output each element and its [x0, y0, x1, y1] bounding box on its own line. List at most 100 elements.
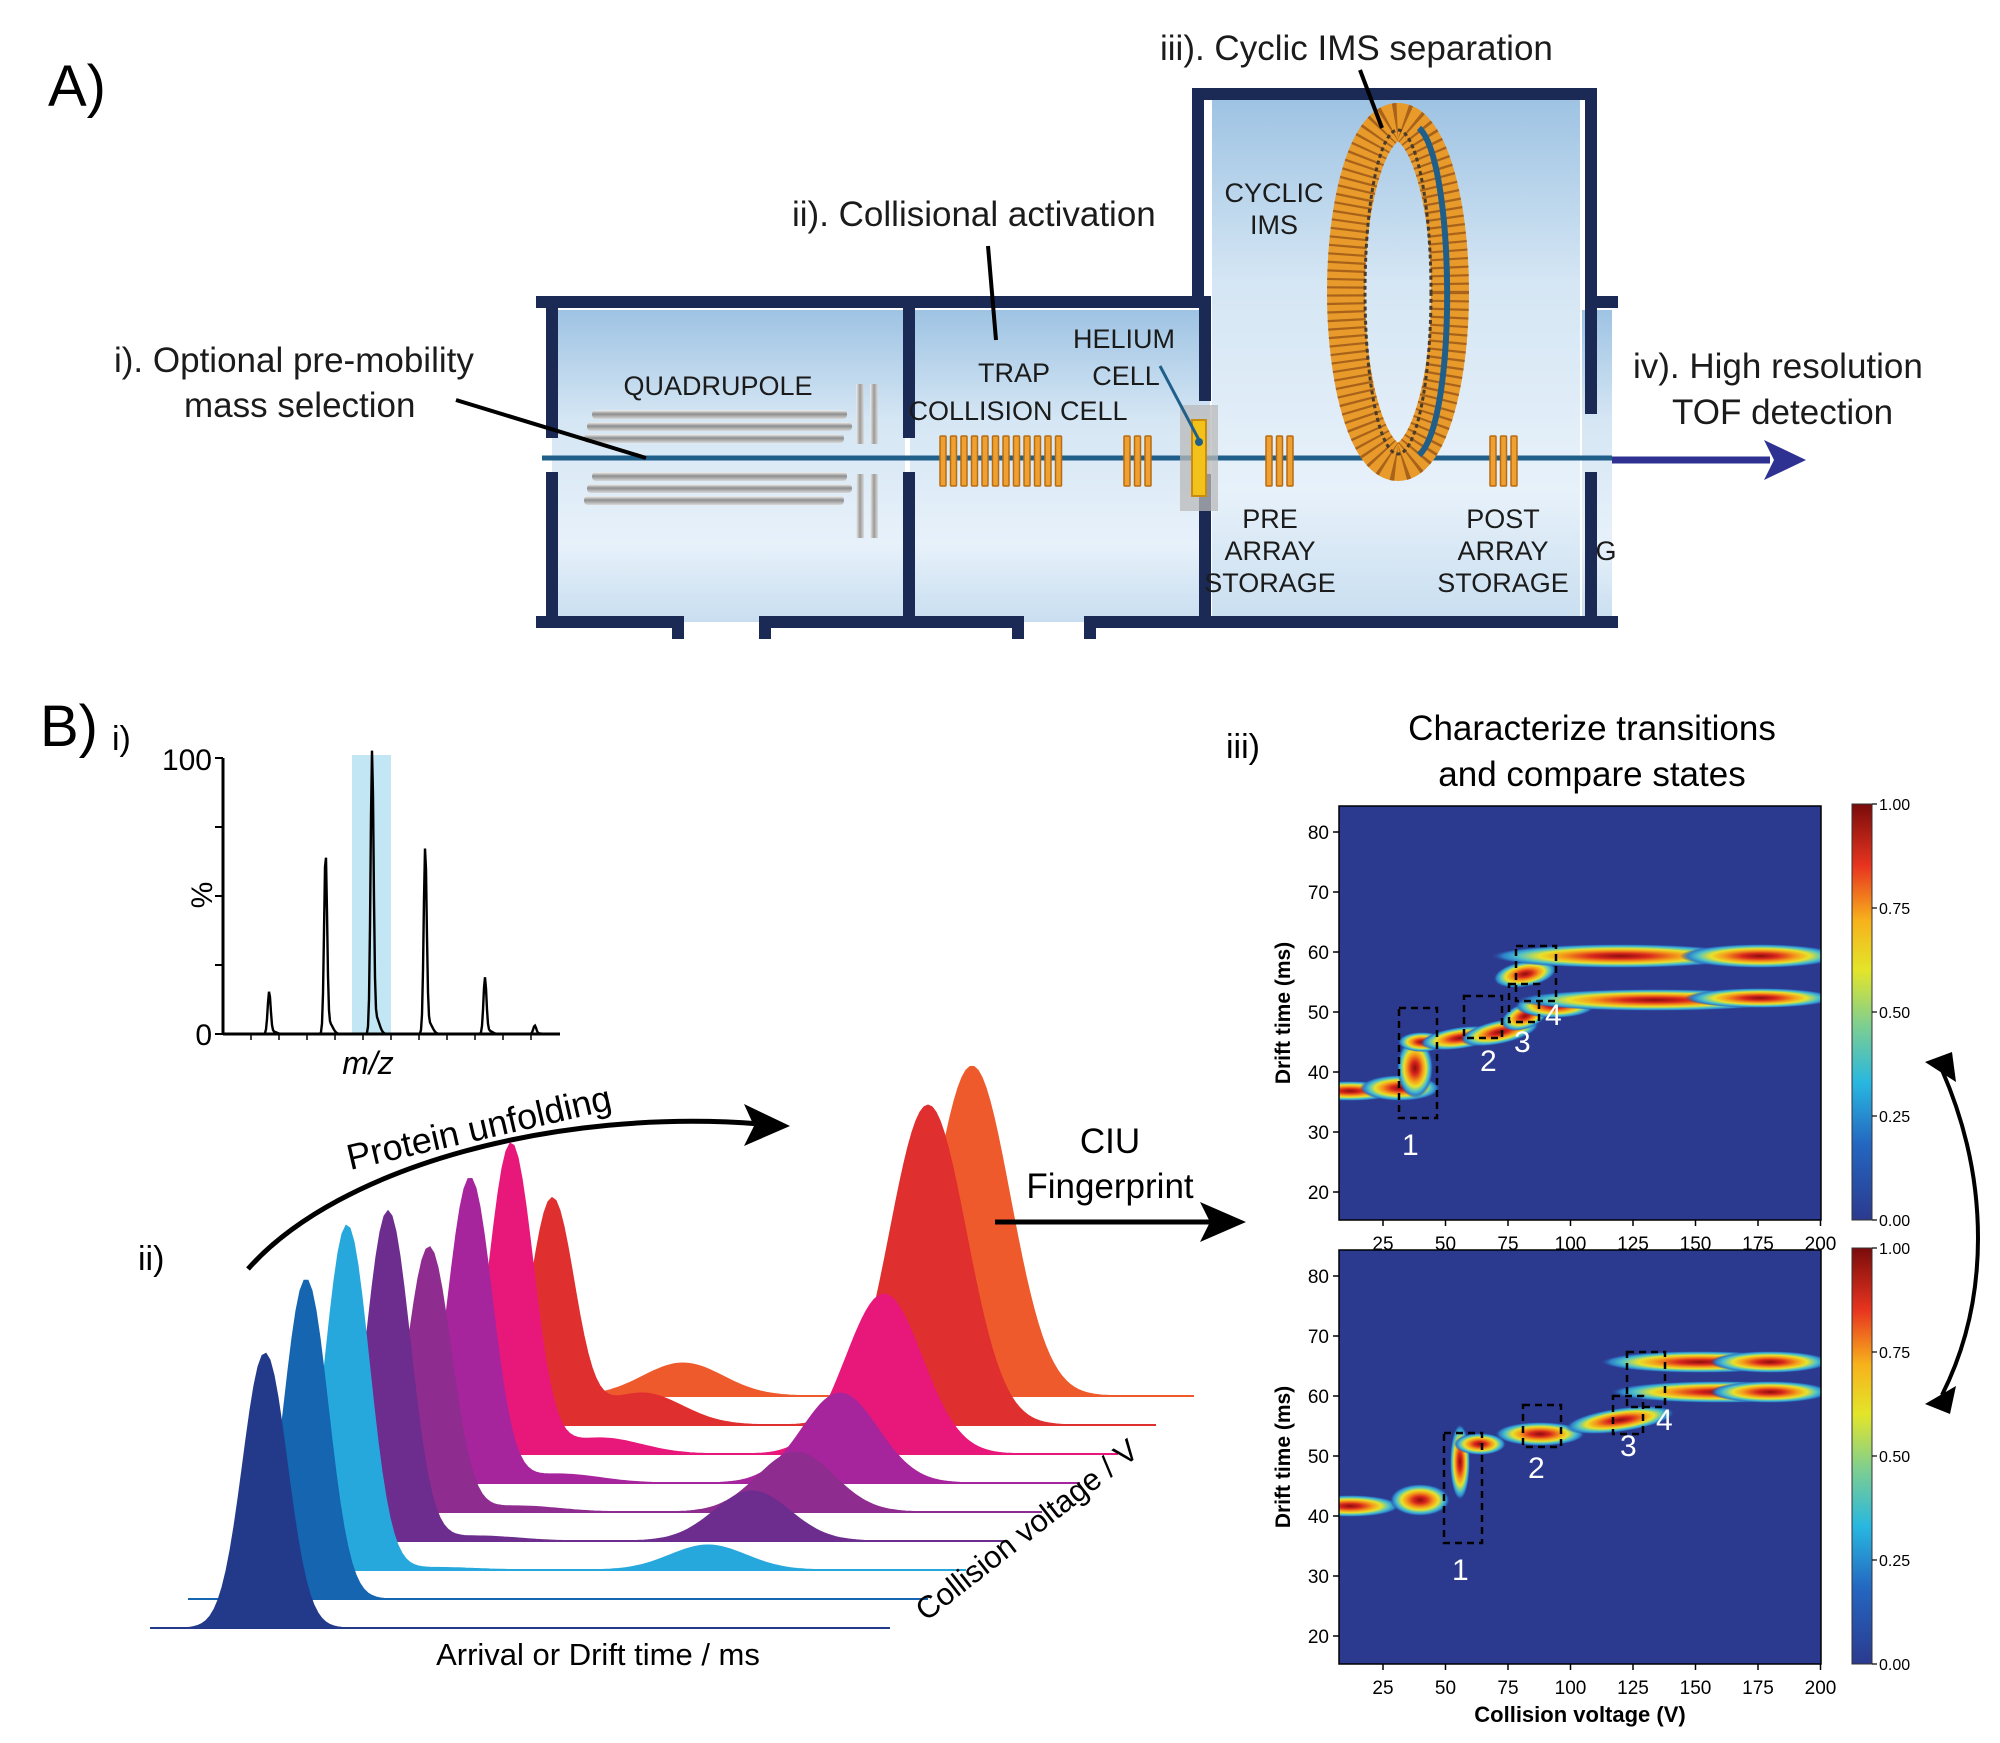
- pre-array-label-2: ARRAY: [1224, 536, 1315, 566]
- trap-electrodes: [939, 435, 1063, 487]
- cyclic-label-1: CYCLIC: [1224, 178, 1323, 208]
- heatmap-x-tick-label: 175: [1742, 1678, 1774, 1699]
- pre-array-ring-electrode: [1265, 435, 1273, 487]
- ms-ticks: [215, 757, 532, 1040]
- heatmap-x-tick-label: 50: [1435, 1678, 1456, 1699]
- colorbar-tick-label: 1.00: [1879, 797, 1910, 814]
- ciu-label-2: Fingerprint: [1026, 1167, 1194, 1206]
- chamber-frame: [536, 88, 1618, 639]
- transition-number: 1: [1452, 1554, 1469, 1587]
- transition-number: 4: [1656, 1404, 1673, 1437]
- colorbar-tick-label: 0.50: [1879, 1449, 1910, 1466]
- trap-ring-electrode: [1023, 435, 1031, 487]
- heatmap-feature: [1685, 988, 1821, 1008]
- ms-x-label: m/z: [342, 1045, 394, 1081]
- panel-a-callouts: i). Optional pre-mobility mass selection…: [114, 29, 1923, 480]
- cut-label: G: [1595, 536, 1616, 566]
- colorbar-tick-label: 0.75: [1879, 1345, 1910, 1362]
- sub-label-iii: iii): [1226, 728, 1260, 766]
- step-i-line1: i). Optional pre-mobility: [114, 341, 474, 380]
- heatmap-x-tick-label: 25: [1372, 1678, 1393, 1699]
- chamber-quadrupole: [552, 310, 905, 622]
- sub-label-ii: ii): [138, 1240, 164, 1278]
- trap-ring-electrode: [960, 435, 968, 487]
- trap-ring-electrode: [949, 435, 958, 487]
- trap-ring-electrode: [981, 435, 989, 487]
- pre-array-label-1: PRE: [1242, 504, 1298, 534]
- heatmap-feature: [1680, 944, 1821, 968]
- heading-line2: and compare states: [1438, 755, 1745, 794]
- trap-exit-ring-electrode: [1133, 435, 1142, 487]
- heatmap-feature: [1490, 944, 1750, 968]
- heatmap-y-tick-label: 50: [1308, 1447, 1329, 1468]
- heatmap-x-tick-label: 150: [1680, 1678, 1712, 1699]
- heatmap-frame: [1338, 805, 1822, 1221]
- sub-label-i: i): [112, 720, 131, 758]
- trap-ring-electrode: [1012, 435, 1021, 487]
- ciu-waterfall: [150, 1066, 1194, 1629]
- step-i-line2: mass selection: [184, 386, 415, 425]
- pre-array-electrodes: [1265, 435, 1294, 487]
- ms-trace: [226, 750, 558, 1036]
- heatmap-background: [1339, 1250, 1821, 1664]
- trap-exit-electrodes: [1123, 435, 1152, 487]
- heatmap-y-tick-label: 30: [1308, 1123, 1329, 1144]
- post-array-ring-electrode: [1489, 435, 1497, 487]
- helium-label-2: CELL: [1092, 361, 1160, 391]
- post-array-label-2: ARRAY: [1457, 536, 1548, 566]
- colorbar-tick-label: 0.00: [1879, 1657, 1910, 1674]
- transition-box: [1514, 944, 1558, 1003]
- heatmap-feature: [1495, 1422, 1585, 1446]
- step-iii: iii). Cyclic IMS separation: [1160, 29, 1553, 68]
- step-iv-line2: TOF detection: [1672, 393, 1893, 432]
- pre-array-ring-electrode: [1286, 435, 1294, 487]
- heatmap-y-label: Drift time (ms): [1272, 942, 1295, 1084]
- transition-number: 3: [1514, 1026, 1531, 1059]
- ms-y-max: 100: [162, 744, 212, 777]
- transition-number: 4: [1545, 999, 1562, 1032]
- heatmap-y-tick-label: 20: [1308, 1183, 1329, 1204]
- transition-number: 2: [1528, 1452, 1545, 1485]
- transition-number: 3: [1620, 1430, 1637, 1463]
- pre-array-ring-electrode: [1275, 435, 1284, 487]
- pre-array-label-3: STORAGE: [1204, 568, 1336, 598]
- colorbar: [1851, 803, 1873, 1221]
- heatmap-feature: [1565, 1405, 1675, 1435]
- post-array-label-1: POST: [1466, 504, 1540, 534]
- heatmap-x-tick-label: 75: [1497, 1678, 1518, 1699]
- transition-box: [1507, 982, 1541, 1024]
- instrument-schematic: QUADRUPOLE TRAP COLLISION CELL HELIUM CE…: [536, 88, 1618, 639]
- trap-ring-electrode: [939, 435, 947, 487]
- transition-box: [1397, 1006, 1439, 1120]
- heatmap-x-label: Collision voltage (V): [1474, 1702, 1685, 1727]
- heatmap-feature: [1493, 960, 1557, 988]
- panel-a-label: A): [48, 54, 106, 119]
- colorbar-tick-label: 0.75: [1879, 901, 1910, 918]
- heatmap-x-tick-label: 100: [1555, 1678, 1587, 1699]
- mass-spectrum: 100 0 % m/z: [162, 744, 560, 1081]
- colorbar-tick-label: 0.00: [1879, 1213, 1910, 1230]
- trap-ring-electrode: [991, 435, 1000, 487]
- heatmap-feature: [1339, 1495, 1400, 1517]
- trap-label-2: COLLISION CELL: [908, 396, 1127, 426]
- step-iv-line1: iv). High resolution: [1633, 347, 1923, 386]
- cyclic-label-2: IMS: [1250, 210, 1298, 240]
- heading-line1: Characterize transitions: [1408, 709, 1776, 748]
- heatmap-y-tick-label: 30: [1308, 1567, 1329, 1588]
- heatmap-y-tick-label: 70: [1308, 1327, 1329, 1348]
- helium-cell: [1158, 365, 1218, 511]
- heatmap-y-tick-label: 80: [1308, 823, 1329, 844]
- ms-y-label: %: [186, 882, 219, 909]
- heatmap-feature: [1710, 1351, 1821, 1373]
- heatmap-y-tick-label: 40: [1308, 1063, 1329, 1084]
- colorbar-tick-label: 1.00: [1879, 1241, 1910, 1258]
- heatmap-x-tick-label: 125: [1617, 1678, 1649, 1699]
- heatmap-feature: [1390, 1484, 1450, 1516]
- heatmap-y-tick-label: 40: [1308, 1507, 1329, 1528]
- transition-box: [1462, 994, 1504, 1040]
- trap-exit-ring-electrode: [1123, 435, 1131, 487]
- post-array-label-3: STORAGE: [1437, 568, 1569, 598]
- colorbar-tick-label: 0.50: [1879, 1005, 1910, 1022]
- transition-box: [1442, 1431, 1484, 1545]
